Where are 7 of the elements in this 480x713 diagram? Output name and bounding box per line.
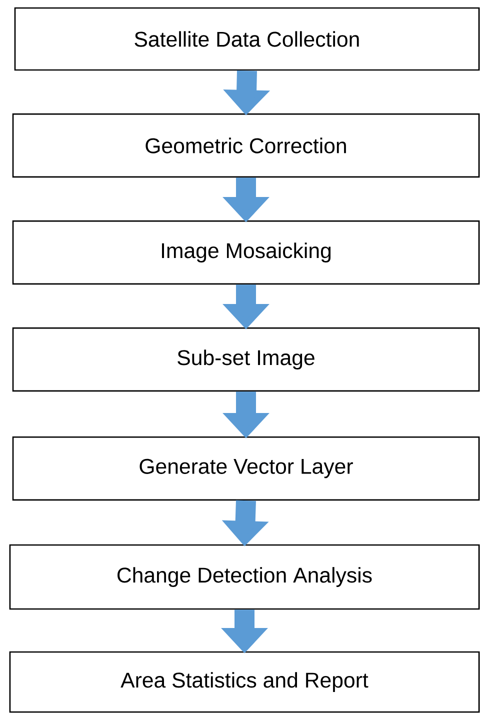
process-box: Area Statistics and Report (9, 651, 480, 713)
process-box: Image Mosaicking (12, 220, 480, 285)
process-box: Generate Vector Layer (12, 436, 480, 501)
process-box: Geometric Correction (12, 113, 480, 178)
process-box: Change Detection Analysis (9, 544, 480, 610)
process-box: Satellite Data Collection (14, 7, 480, 71)
process-box: Sub-set Image (12, 327, 480, 392)
